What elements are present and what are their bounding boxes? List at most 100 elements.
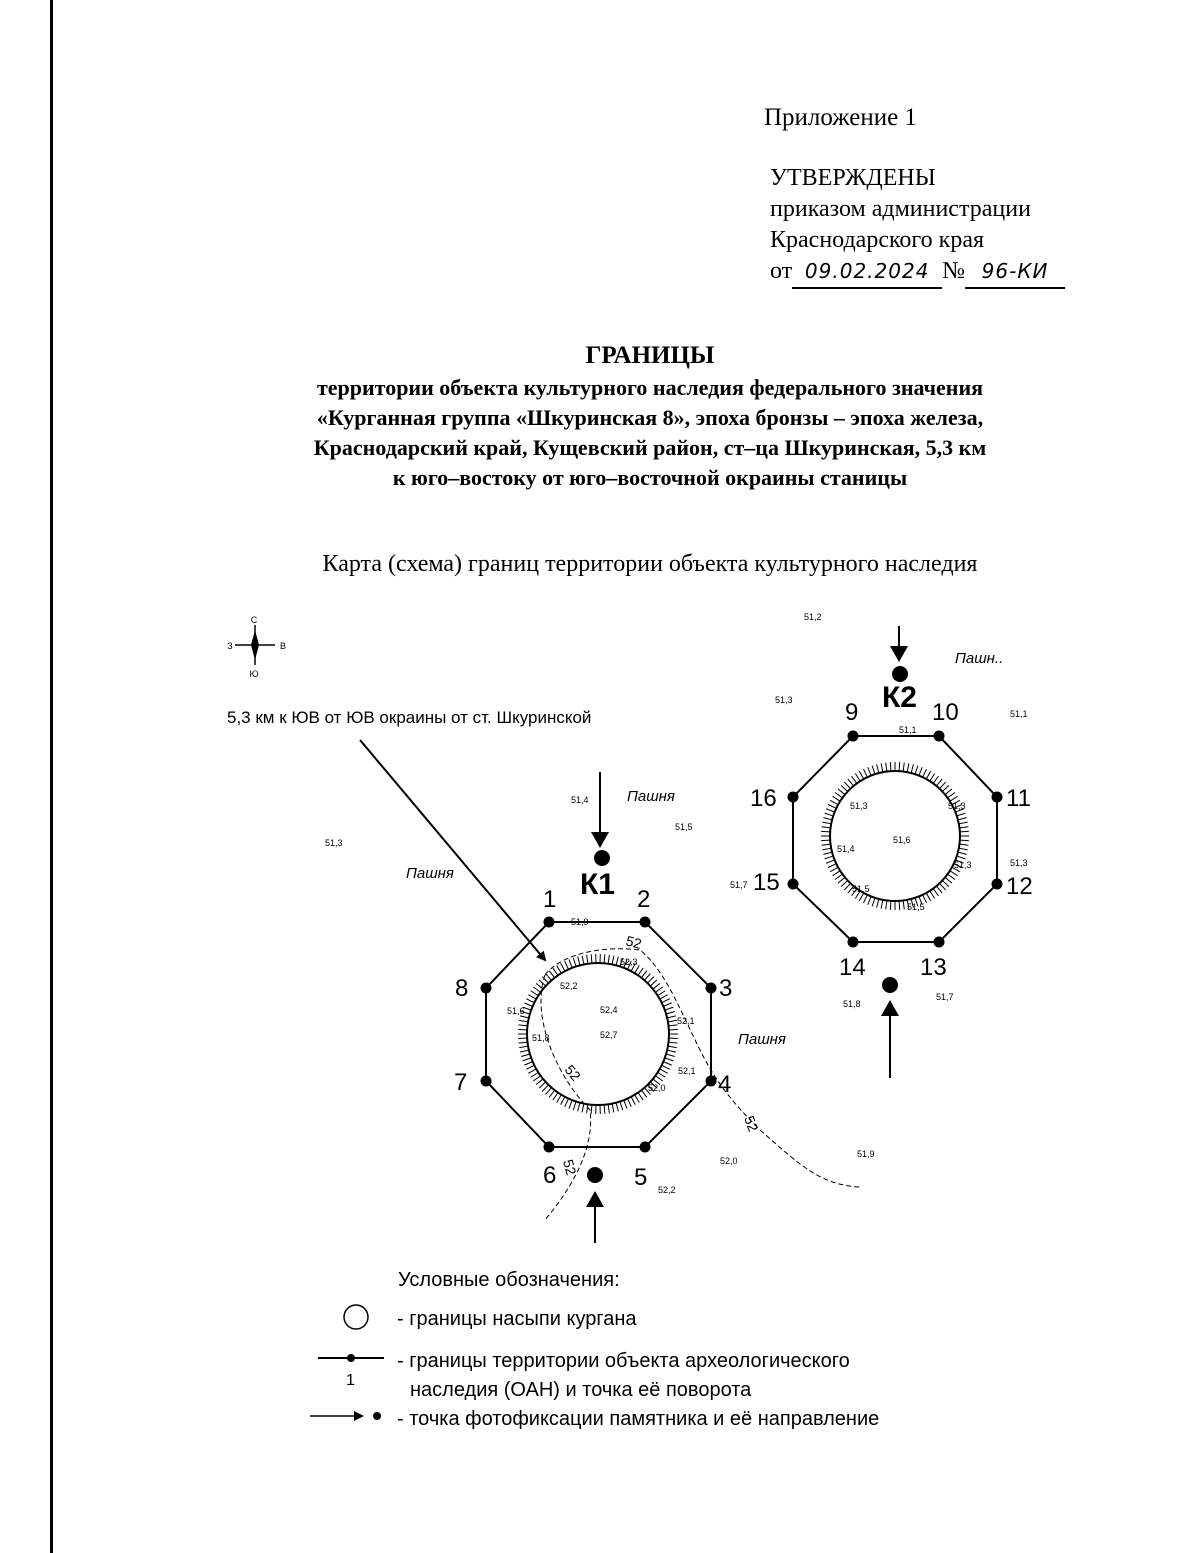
hatch-tick bbox=[936, 885, 943, 894]
hatch-tick bbox=[832, 870, 841, 877]
hatch-tick bbox=[663, 1061, 672, 1066]
field-label: Пашня bbox=[738, 1031, 786, 1048]
subtitle-line: к юго–востоку от юго–восточной окраины с… bbox=[392, 465, 908, 490]
hatch-tick bbox=[637, 967, 644, 976]
hatch-tick bbox=[957, 851, 967, 855]
hatch-tick bbox=[914, 897, 919, 907]
order-number: 96-КИ bbox=[965, 256, 1066, 289]
hatch-tick bbox=[840, 784, 848, 792]
hatch-tick bbox=[535, 1078, 544, 1086]
hatch-tick bbox=[615, 1102, 619, 1112]
hatch-tick bbox=[603, 1104, 606, 1114]
hatch-tick bbox=[572, 1101, 577, 1111]
hatch-tick bbox=[577, 1102, 581, 1112]
hatch-tick bbox=[611, 1103, 615, 1113]
hatch-tick bbox=[538, 979, 547, 987]
approved-title: УТВЕРЖДЕНЫ bbox=[770, 165, 936, 191]
hatch-tick bbox=[959, 843, 969, 846]
elevation-mark: 51,1 bbox=[1010, 709, 1028, 719]
hatch-tick bbox=[519, 1049, 529, 1053]
hatch-tick bbox=[663, 1002, 672, 1007]
hatch-tick bbox=[936, 778, 943, 787]
hatch-tick bbox=[668, 1041, 678, 1044]
hatch-tick bbox=[922, 768, 927, 778]
hatch-tick bbox=[652, 982, 661, 990]
turning-point-label-14: 14 bbox=[839, 954, 866, 981]
hatch-tick bbox=[659, 1068, 668, 1074]
hatch-tick bbox=[637, 1092, 644, 1101]
hatch-tick bbox=[889, 762, 892, 772]
kurgan2-mound-hatching bbox=[821, 762, 969, 910]
document-subtitle: территории объекта культурного наследия … bbox=[150, 373, 1150, 493]
kurgan2-label: К2 bbox=[882, 681, 917, 714]
elevation-mark: 51,5 bbox=[852, 884, 870, 894]
hatch-tick bbox=[661, 998, 671, 1004]
photo-point-k2-south bbox=[882, 977, 898, 993]
hatch-tick bbox=[518, 1037, 528, 1040]
hatch-tick bbox=[556, 1094, 562, 1103]
turning-point-marker bbox=[991, 791, 1003, 803]
hatch-tick bbox=[867, 896, 872, 905]
hatch-tick bbox=[649, 979, 658, 987]
elevation-mark: 52,7 bbox=[600, 1030, 618, 1040]
hatch-tick bbox=[581, 1103, 585, 1113]
hatch-tick bbox=[535, 982, 544, 990]
document-title: ГРАНИЦЫ bbox=[585, 342, 715, 369]
turning-point-marker bbox=[847, 936, 859, 948]
compass-north: С bbox=[251, 615, 258, 625]
legend-photo-point bbox=[373, 1412, 381, 1420]
hatch-tick bbox=[548, 970, 556, 979]
hatch-tick bbox=[929, 890, 936, 899]
elevation-mark: 52,3 bbox=[620, 957, 638, 967]
turning-point-label-12: 12 bbox=[1006, 873, 1033, 900]
hatch-tick bbox=[586, 954, 589, 964]
field-label: Пашн.. bbox=[955, 650, 1003, 667]
hatch-tick bbox=[652, 1078, 661, 1086]
hatch-tick bbox=[522, 1057, 532, 1062]
legend-boundary-text-line2: наследия (ОАН) и точка её поворота bbox=[410, 1379, 752, 1401]
approved-by-line1: приказом администрации bbox=[770, 196, 1031, 222]
hatch-tick bbox=[939, 883, 947, 891]
hatch-tick bbox=[829, 799, 839, 806]
turning-point-marker bbox=[705, 1075, 717, 1087]
hatch-tick bbox=[590, 1104, 593, 1114]
hatch-tick bbox=[821, 839, 831, 842]
hatch-tick bbox=[944, 877, 953, 884]
hatch-tick bbox=[530, 990, 539, 997]
hatch-tick bbox=[586, 1104, 589, 1114]
hatch-tick bbox=[906, 763, 910, 773]
kurgan1-mound-hatching bbox=[518, 954, 678, 1114]
hatch-tick bbox=[532, 986, 541, 993]
contour-label: 52 bbox=[562, 1062, 584, 1084]
hatch-tick bbox=[657, 990, 666, 997]
hatch-tick bbox=[834, 792, 843, 799]
approved-by-line2: Краснодарского края bbox=[770, 227, 985, 253]
turning-point-label-10: 10 bbox=[932, 699, 959, 726]
hatch-tick bbox=[824, 812, 834, 817]
turning-point-marker bbox=[480, 982, 492, 994]
hatch-tick bbox=[947, 873, 956, 880]
hatch-tick bbox=[528, 1068, 537, 1074]
hatch-tick bbox=[530, 1071, 539, 1078]
turning-point-label-7: 7 bbox=[454, 1069, 467, 1096]
elevation-mark: 51,6 bbox=[507, 1006, 525, 1016]
hatch-tick bbox=[572, 957, 577, 967]
compass-west: З bbox=[227, 641, 232, 651]
hatch-tick bbox=[627, 961, 632, 970]
elevation-mark: 52,2 bbox=[560, 981, 578, 991]
turning-point-marker bbox=[933, 730, 945, 742]
turning-point-marker bbox=[933, 936, 945, 948]
hatch-tick bbox=[518, 1024, 528, 1027]
subtitle-line: Краснодарский край, Кущевский район, ст–… bbox=[313, 435, 987, 460]
hatch-tick bbox=[644, 1087, 651, 1095]
turning-point-label-2: 2 bbox=[637, 886, 650, 913]
hatch-tick bbox=[885, 762, 888, 772]
legend-photo-text: - точка фотофиксации памятника и её напр… bbox=[397, 1408, 879, 1430]
contour-label: 52 bbox=[560, 1158, 580, 1177]
elevation-mark: 52,0 bbox=[648, 1083, 666, 1093]
hatch-tick bbox=[541, 1084, 549, 1092]
hatch-tick bbox=[665, 1053, 675, 1058]
turning-point-marker bbox=[847, 730, 859, 742]
hatch-tick bbox=[821, 826, 831, 829]
hatch-tick bbox=[863, 894, 868, 904]
